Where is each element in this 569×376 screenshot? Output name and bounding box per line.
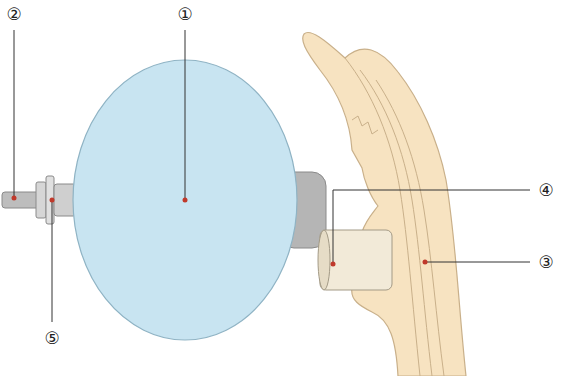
valve-ring xyxy=(46,176,54,224)
face-profile xyxy=(303,32,466,376)
mask-connector xyxy=(320,230,392,290)
callout-number: ④ xyxy=(537,181,554,200)
connector-rim xyxy=(318,230,330,290)
callout-number: ③ xyxy=(537,253,554,272)
callout-number: ① xyxy=(176,5,193,24)
callout-number: ② xyxy=(5,5,22,24)
face-contour-line xyxy=(376,80,444,376)
callout-number: ⑤ xyxy=(43,329,60,348)
valve-ring xyxy=(36,182,46,218)
teeth xyxy=(352,116,378,134)
